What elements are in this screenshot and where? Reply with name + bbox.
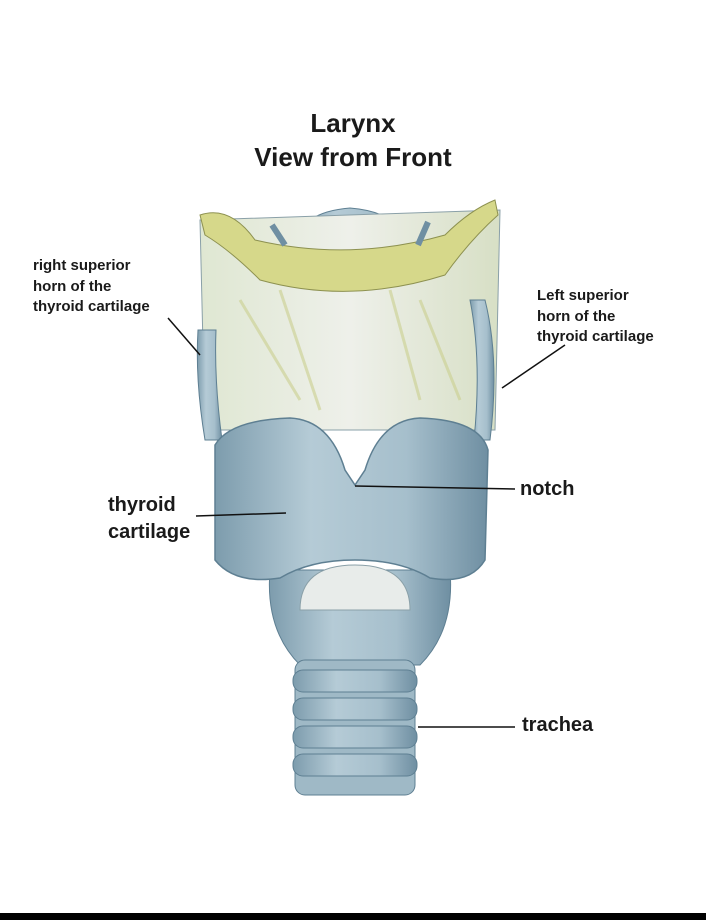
label-line: horn of the xyxy=(537,307,616,325)
label-left-superior-horn: Left superior horn of the thyroid cartil… xyxy=(537,286,654,348)
label-line: thyroid xyxy=(108,494,176,516)
label-thyroid-cartilage: thyroid cartilage xyxy=(108,492,190,546)
diagram-title: Larynx xyxy=(310,108,396,138)
label-notch: notch xyxy=(520,478,575,500)
label-line: Left superior xyxy=(537,287,629,304)
label-line: right superior xyxy=(33,257,131,274)
bottom-border xyxy=(0,913,706,920)
label-line: cartilage xyxy=(108,521,191,543)
trachea-rings xyxy=(292,659,418,796)
label-line: thyroid cartilage xyxy=(537,328,654,345)
diagram-subtitle: View from Front xyxy=(254,142,452,172)
label-right-superior-horn: right superior horn of the thyroid carti… xyxy=(33,256,150,318)
label-trachea: trachea xyxy=(522,714,594,736)
leader-lines xyxy=(167,317,566,728)
label-line: thyroid cartilage xyxy=(33,298,150,315)
label-line: horn of the xyxy=(33,277,112,295)
hyoid-band xyxy=(199,199,499,292)
thyroid-cartilage-shape xyxy=(214,417,489,581)
